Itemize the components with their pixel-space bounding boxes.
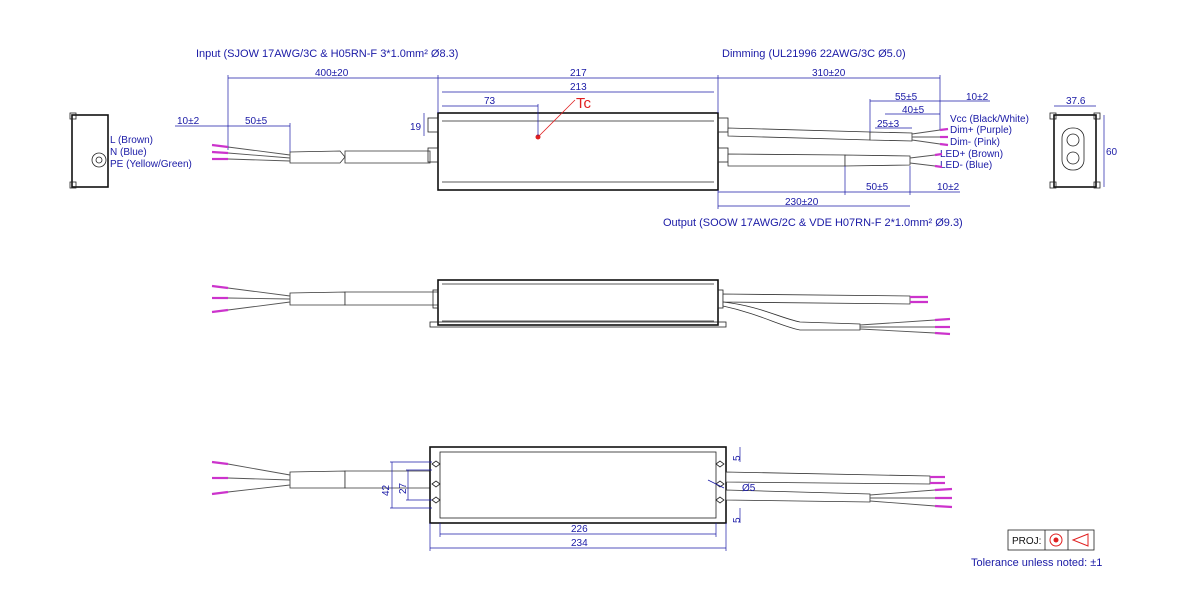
proj-label: PROJ: — [1012, 536, 1041, 547]
dim-dimming-cable: 310±20 — [812, 68, 846, 79]
dim-length-213: 213 — [570, 82, 587, 93]
wire-label-vcc: Vcc (Black/White) — [950, 114, 1029, 125]
wire-label-n: N (Blue) — [110, 147, 147, 158]
dim-dim-55: 55±5 — [895, 92, 918, 103]
dim-bottom-234: 234 — [571, 538, 588, 549]
right-end-view: 37.6 60 — [1049, 96, 1118, 189]
dim-length-217: 217 — [570, 68, 587, 79]
dim-hole: Ø5 — [742, 483, 756, 494]
side-view — [211, 279, 951, 336]
top-view: Tc Vcc (Black/White) Dim+ (Purple) Dim- … — [175, 68, 1029, 209]
wire-label-dim-plus: Dim+ (Purple) — [950, 125, 1012, 136]
dim-bottom-42: 42 — [381, 484, 392, 496]
bottom-view: 42 27 5 5 Ø5 226 234 — [211, 446, 953, 551]
dim-strip-10: 10±2 — [177, 116, 200, 127]
left-end-view: L (Brown) N (Blue) PE (Yellow/Green) — [69, 112, 192, 189]
projection-symbol: PROJ: — [1007, 529, 1095, 551]
wire-label-led-minus: LED- (Blue) — [940, 160, 992, 171]
dim-input-cable: 400±20 — [315, 68, 349, 79]
dimming-cable-note: Dimming (UL21996 22AWG/3C Ø5.0) — [722, 48, 906, 60]
dim-dim-40: 40±5 — [902, 105, 925, 116]
wire-label-pe: PE (Yellow/Green) — [110, 159, 192, 170]
dim-output-50: 50±5 — [866, 182, 889, 193]
dim-bottom-226: 226 — [571, 524, 588, 535]
dim-dim-10: 10±2 — [966, 92, 989, 103]
dim-bottom-5a: 5 — [732, 455, 743, 461]
dim-side-37: 37.6 — [1066, 96, 1086, 107]
top-wire-tips — [211, 127, 949, 169]
input-cable-note: Input (SJOW 17AWG/3C & H05RN-F 3*1.0mm² … — [196, 48, 458, 60]
output-cable-note: Output (SOOW 17AWG/2C & VDE H07RN-F 2*1.… — [663, 217, 963, 229]
wire-label-led-plus: LED+ (Brown) — [940, 149, 1003, 160]
dim-bottom-5b: 5 — [732, 517, 743, 523]
dim-height-19: 19 — [410, 122, 422, 133]
wire-label-l: L (Brown) — [110, 135, 153, 146]
dim-output-cable: 230±20 — [785, 197, 819, 208]
wire-label-dim-minus: Dim- (Pink) — [950, 137, 1000, 148]
dim-tc-73: 73 — [484, 96, 496, 107]
tc-label: Tc — [576, 95, 592, 112]
dim-strip-50: 50±5 — [245, 116, 268, 127]
dim-output-10: 10±2 — [937, 182, 960, 193]
dim-bottom-27: 27 — [398, 482, 409, 494]
dim-side-60: 60 — [1106, 147, 1118, 158]
dim-dim-25: 25±3 — [877, 119, 900, 130]
tolerance-note: Tolerance unless noted: ±1 — [971, 557, 1102, 569]
